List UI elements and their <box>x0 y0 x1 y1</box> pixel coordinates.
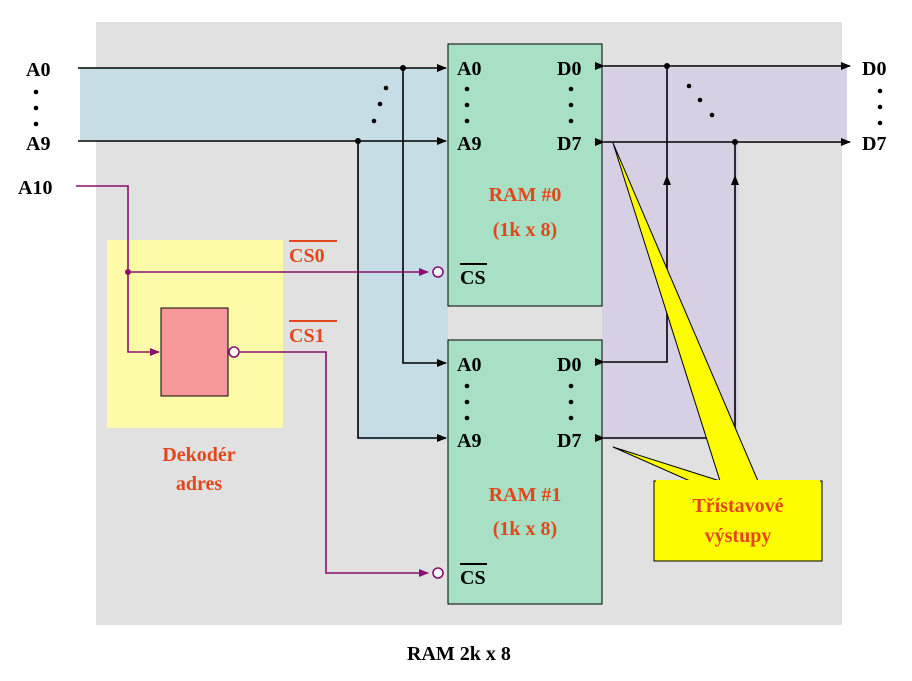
ram1-title: RAM #1 <box>489 484 562 506</box>
ram0-pin-d0: D0 <box>557 58 581 80</box>
callout-line2: výstupy <box>705 525 772 547</box>
ram0-size: (1k x 8) <box>493 219 557 241</box>
ram1-pin-a0: A0 <box>457 354 481 376</box>
decoder-block <box>160 307 229 397</box>
inverter-bubble <box>228 346 240 358</box>
junction-dot <box>732 139 738 145</box>
ram0-chip <box>447 43 603 307</box>
signal-label-a0: A0 <box>26 59 50 81</box>
ram0-pin-a0: A0 <box>457 58 481 80</box>
cs-bubble <box>432 567 444 579</box>
ram1-pin-d0: D0 <box>557 354 581 376</box>
ram0-pin-cs: CS <box>460 267 486 289</box>
signal-label-d7: D7 <box>862 133 886 155</box>
ram0-pin-d7: D7 <box>557 133 581 155</box>
cs0-label: CS0 <box>289 245 325 267</box>
ram1-pin-d7: D7 <box>557 430 581 452</box>
callout-line1: Třístavové <box>692 495 783 517</box>
signal-label-d0: D0 <box>862 58 886 80</box>
decoder-label-line1: Dekodér <box>162 444 235 466</box>
signal-label-a9: A9 <box>26 133 50 155</box>
decoder-label-line2: adres <box>176 473 223 495</box>
ram0-title: RAM #0 <box>489 184 562 206</box>
bus-ellipsis <box>33 83 883 421</box>
ram1-chip <box>447 339 603 605</box>
junction-dot <box>355 138 361 144</box>
address-bus-band <box>80 68 448 140</box>
ram0-pin-a9: A9 <box>457 133 481 155</box>
ram1-size: (1k x 8) <box>493 518 557 540</box>
junction-dot <box>664 63 670 69</box>
address-wires <box>78 64 447 442</box>
ram1-pin-cs: CS <box>460 567 486 589</box>
cs-bubble <box>432 266 444 278</box>
junction-dot <box>400 65 406 71</box>
diagram-caption: RAM 2k x 8 <box>407 643 511 665</box>
data-bus-band <box>602 68 847 140</box>
junction-dot <box>125 269 131 275</box>
callout <box>612 142 823 562</box>
signal-label-a10: A10 <box>18 177 52 199</box>
cs1-label: CS1 <box>289 325 325 347</box>
ram1-pin-a9: A9 <box>457 430 481 452</box>
